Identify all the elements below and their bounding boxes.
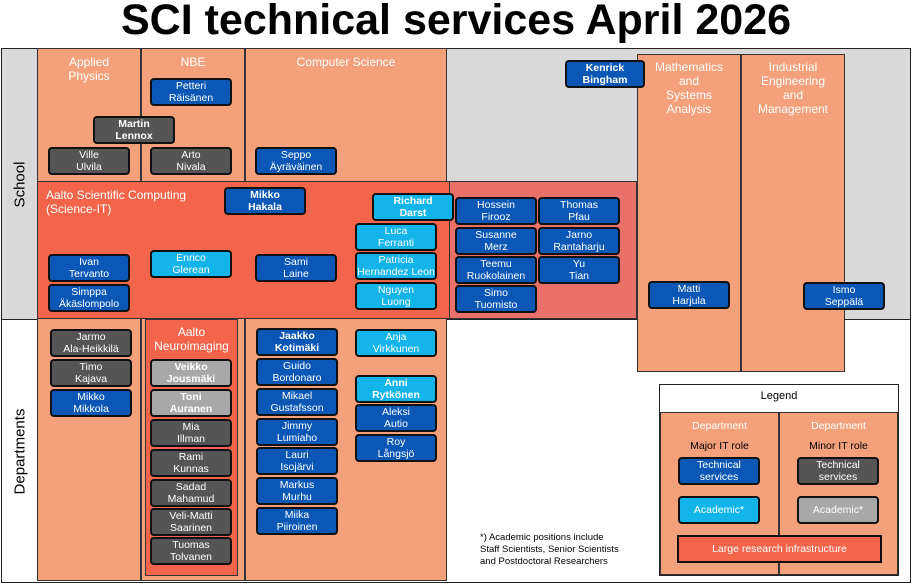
person-box: Martin Lennox <box>93 116 175 144</box>
person-box: Jaakko Kotimäki <box>256 328 338 356</box>
academic-footnote: *) Academic positions include Staff Scie… <box>480 532 619 567</box>
person-box: Matti Harjula <box>648 281 730 309</box>
person-box: Teemu Ruokolainen <box>455 256 537 284</box>
person-box: Sami Laine <box>255 254 337 282</box>
applied-physics-header: Applied Physics <box>68 55 110 83</box>
person-box: Anja Virkkunen <box>355 329 437 357</box>
person-box: Arto Nivala <box>150 147 232 175</box>
person-box: Kenrick Bingham <box>565 60 645 88</box>
person-box: Mikko Hakala <box>224 187 306 215</box>
person-box: Miika Piiroinen <box>256 507 338 535</box>
person-box: Roy Långsjö <box>355 434 437 462</box>
legend-dept-right: Department <box>811 420 866 432</box>
person-box: Yu Tian <box>538 256 620 284</box>
legend-academic-minor: Academic* <box>797 496 879 524</box>
legend-minor-label: Minor IT role <box>809 440 868 452</box>
person-box: Mia Illman <box>150 419 232 447</box>
person-box: Aleksi Autio <box>355 404 437 432</box>
person-box: Ivan Tervanto <box>48 254 130 282</box>
person-box: Tuomas Tolvanen <box>150 537 232 565</box>
person-box: Petteri Räisänen <box>150 78 232 106</box>
industrial-eng-column <box>741 54 845 372</box>
person-box: Luca Ferranti <box>355 223 437 251</box>
legend-dept-left: Department <box>692 420 747 432</box>
person-box: Lauri Isojärvi <box>256 447 338 475</box>
person-box: Thomas Pfau <box>538 197 620 225</box>
legend-academic-major: Academic* <box>678 496 760 524</box>
person-box: Simo Tuomisto <box>455 285 537 313</box>
legend-major-label: Major IT role <box>690 440 749 452</box>
person-box: Nguyen Luong <box>355 282 437 310</box>
science-it-header: Aalto Scientific Computing (Science-IT) <box>46 188 187 216</box>
math-systems-header: Mathematics and Systems Analysis <box>654 60 724 116</box>
person-box: Jarmo Ala-Heikkilä <box>50 329 132 357</box>
person-box: Richard Darst <box>372 193 454 221</box>
nbe-header: NBE <box>180 55 206 69</box>
person-box: Seppo Äyräväinen <box>255 147 337 175</box>
person-box: Markus Murhu <box>256 477 338 505</box>
person-box: Rami Kunnas <box>150 449 232 477</box>
person-box: Ismo Seppälä <box>803 282 885 310</box>
person-box: Patricia Hernandez Leon <box>355 252 437 280</box>
neuroimaging-header: Aalto Neuroimaging <box>154 325 229 353</box>
person-box: Ville Ulvila <box>48 147 130 175</box>
person-box: Sadad Mahamud <box>150 479 232 507</box>
person-box: Simppa Äkäslompolo <box>48 284 130 312</box>
math-systems-column <box>637 54 741 372</box>
legend-tech-major: Technical services <box>678 457 760 485</box>
school-band-label: School <box>11 161 29 207</box>
person-box: Mikael Gustafsson <box>256 388 338 416</box>
computer-science-header: Computer Science <box>296 55 396 69</box>
person-box: Veikko Jousmäki <box>150 359 232 387</box>
legend-title: Legend <box>760 390 798 402</box>
legend-tech-minor: Technical services <box>797 457 879 485</box>
person-box: Hossein Firooz <box>455 197 537 225</box>
person-box: Veli-Matti Saarinen <box>150 508 232 536</box>
person-box: Jimmy Lumiaho <box>256 418 338 446</box>
person-box: Jarno Rantaharju <box>538 227 620 255</box>
page-title: SCI technical services April 2026 <box>120 0 792 44</box>
person-box: Timo Kajava <box>50 359 132 387</box>
legend-infrastructure: Large research infrastructure <box>677 535 882 563</box>
person-box: Enrico Glerean <box>150 250 232 278</box>
person-box: Guido Bordonaro <box>256 358 338 386</box>
departments-band-label: Departments <box>11 408 29 494</box>
person-box: Anni Rytkönen <box>355 375 437 403</box>
person-box: Susanne Merz <box>455 227 537 255</box>
person-box: Toni Auranen <box>150 389 232 417</box>
industrial-eng-header: Industrial Engineering and Management <box>757 60 829 116</box>
person-box: Mikko Mikkola <box>50 389 132 417</box>
